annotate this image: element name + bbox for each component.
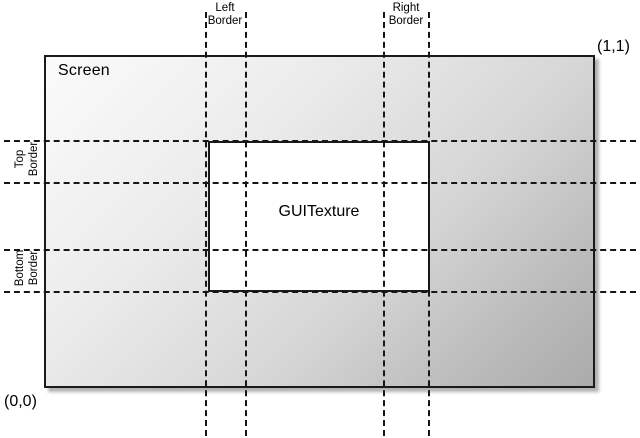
coordinate-label-bottom-left: (0,0) — [4, 393, 37, 410]
right-border-label-line2: Border — [388, 15, 424, 27]
bottom-border-label-line1: Bottom — [14, 249, 26, 287]
top-border-label-line1: Top — [14, 149, 26, 169]
coordinate-label-top-right: (1,1) — [597, 38, 630, 55]
screen-label: Screen — [58, 62, 110, 79]
guide-line-left-border-outer — [205, 12, 207, 436]
bottom-border-label-line2: Border — [28, 250, 40, 286]
left-border-label-line2: Border — [207, 15, 243, 27]
guide-line-top-border-outer — [4, 140, 636, 142]
guide-line-bottom-border-outer — [4, 291, 636, 293]
guide-line-bottom-border-inner — [4, 249, 636, 251]
guide-line-top-border-inner — [4, 182, 636, 184]
top-border-label-line2: Border — [28, 141, 40, 177]
right-border-label-line1: Right — [392, 2, 420, 14]
guide-line-right-border-inner — [383, 12, 385, 436]
guide-line-right-border-outer — [428, 12, 430, 436]
left-border-label-line1: Left — [215, 2, 235, 14]
guitexture-label: GUITexture — [278, 203, 360, 220]
guide-line-left-border-inner — [245, 12, 247, 436]
